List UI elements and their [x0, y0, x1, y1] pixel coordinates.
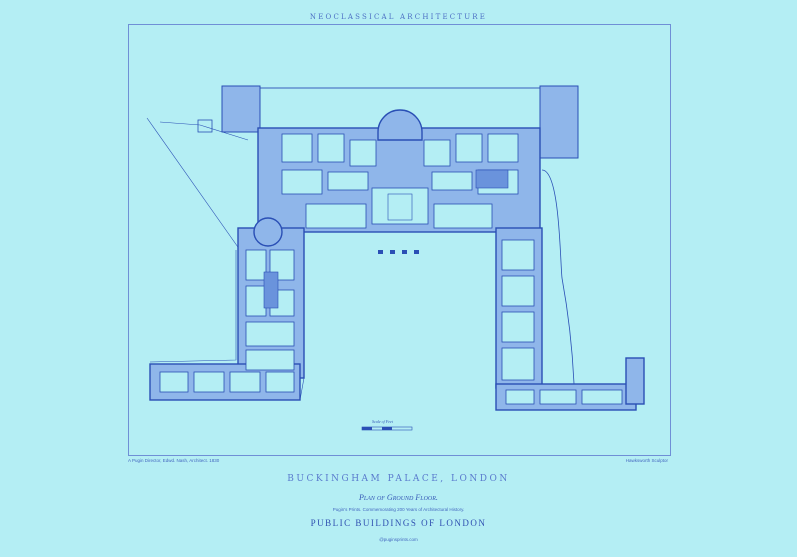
bow-room [377, 109, 423, 141]
octagon-tower [253, 217, 283, 247]
engraving-credit-right: Hawksworth Sculptor [625, 458, 668, 463]
plate-title: BUCKINGHAM PALACE, LONDON [287, 474, 510, 484]
engraving-credit-left: A Pugin Director, Edwd. Nash, Architect.… [128, 458, 220, 463]
southeast-pavilion [625, 357, 645, 405]
scale-bar: Scale of Feet [361, 419, 413, 431]
website-link[interactable]: @puginsprints.com [379, 537, 418, 542]
series-header: NEOCLASSICAL ARCHITECTURE [309, 13, 488, 21]
garden-boundary-line [146, 117, 241, 251]
garden-path-line [159, 121, 249, 141]
tagline: Pugin's Prints. Commemorating 200 Years … [332, 507, 465, 512]
scale-label: Scale of Feet [372, 419, 394, 424]
northeast-pavilion [539, 85, 579, 159]
northwest-pavilion [221, 85, 261, 133]
east-garden-path [541, 169, 575, 385]
garden-lodge [197, 119, 213, 133]
series-title: PUBLIC BUILDINGS OF LONDON [310, 518, 487, 528]
plan-frame [128, 24, 671, 456]
plate-subtitle: Plan of Ground Floor. [359, 493, 438, 502]
